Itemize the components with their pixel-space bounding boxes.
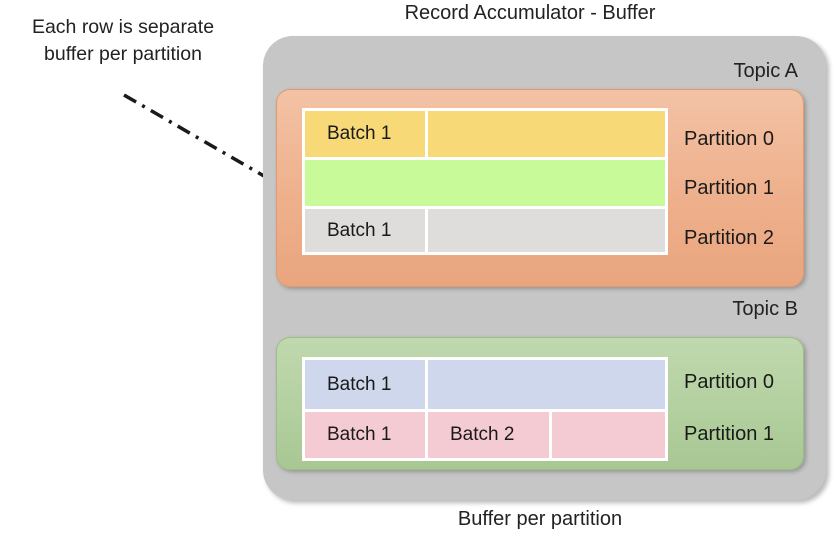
- leader-dash-dot-stroke: [123, 93, 277, 185]
- table-row[interactable]: Batch 1: [302, 108, 668, 157]
- topic-b-partition-table: Batch 1 Batch 1 Batch 2: [302, 357, 668, 461]
- empty-buffer-cell[interactable]: [552, 412, 665, 458]
- partition-label-b1: Partition 1: [684, 423, 775, 445]
- partition-label-b0: Partition 0: [684, 371, 775, 393]
- batch-cell[interactable]: Batch 2: [428, 412, 552, 458]
- topic-a-partition-table: Batch 1 Batch 1: [302, 108, 668, 255]
- partition-label-a1: Partition 1: [684, 177, 775, 199]
- table-row[interactable]: Batch 1: [302, 206, 668, 255]
- diagram-caption: Buffer per partition: [457, 508, 623, 530]
- empty-buffer-cell[interactable]: [428, 111, 665, 157]
- partition-label-a2: Partition 2: [684, 227, 775, 249]
- empty-buffer-cell[interactable]: [305, 160, 665, 206]
- topic-label-b: Topic B: [732, 298, 798, 320]
- batch-cell[interactable]: Batch 1: [305, 111, 428, 157]
- batch-cell[interactable]: Batch 1: [305, 360, 428, 409]
- callout-annotation-text: Each row is separate buffer per partitio…: [31, 16, 215, 65]
- batch-cell[interactable]: Batch 1: [305, 209, 428, 252]
- empty-buffer-cell[interactable]: [428, 209, 665, 252]
- partition-label-a0: Partition 0: [684, 128, 775, 150]
- table-row[interactable]: [302, 157, 668, 206]
- topic-label-a: Topic A: [733, 60, 798, 82]
- diagram-title: Record Accumulator - Buffer: [404, 2, 656, 24]
- table-row[interactable]: Batch 1 Batch 2: [302, 409, 668, 461]
- table-row[interactable]: Batch 1: [302, 357, 668, 409]
- batch-cell[interactable]: Batch 1: [305, 412, 428, 458]
- empty-buffer-cell[interactable]: [428, 360, 665, 409]
